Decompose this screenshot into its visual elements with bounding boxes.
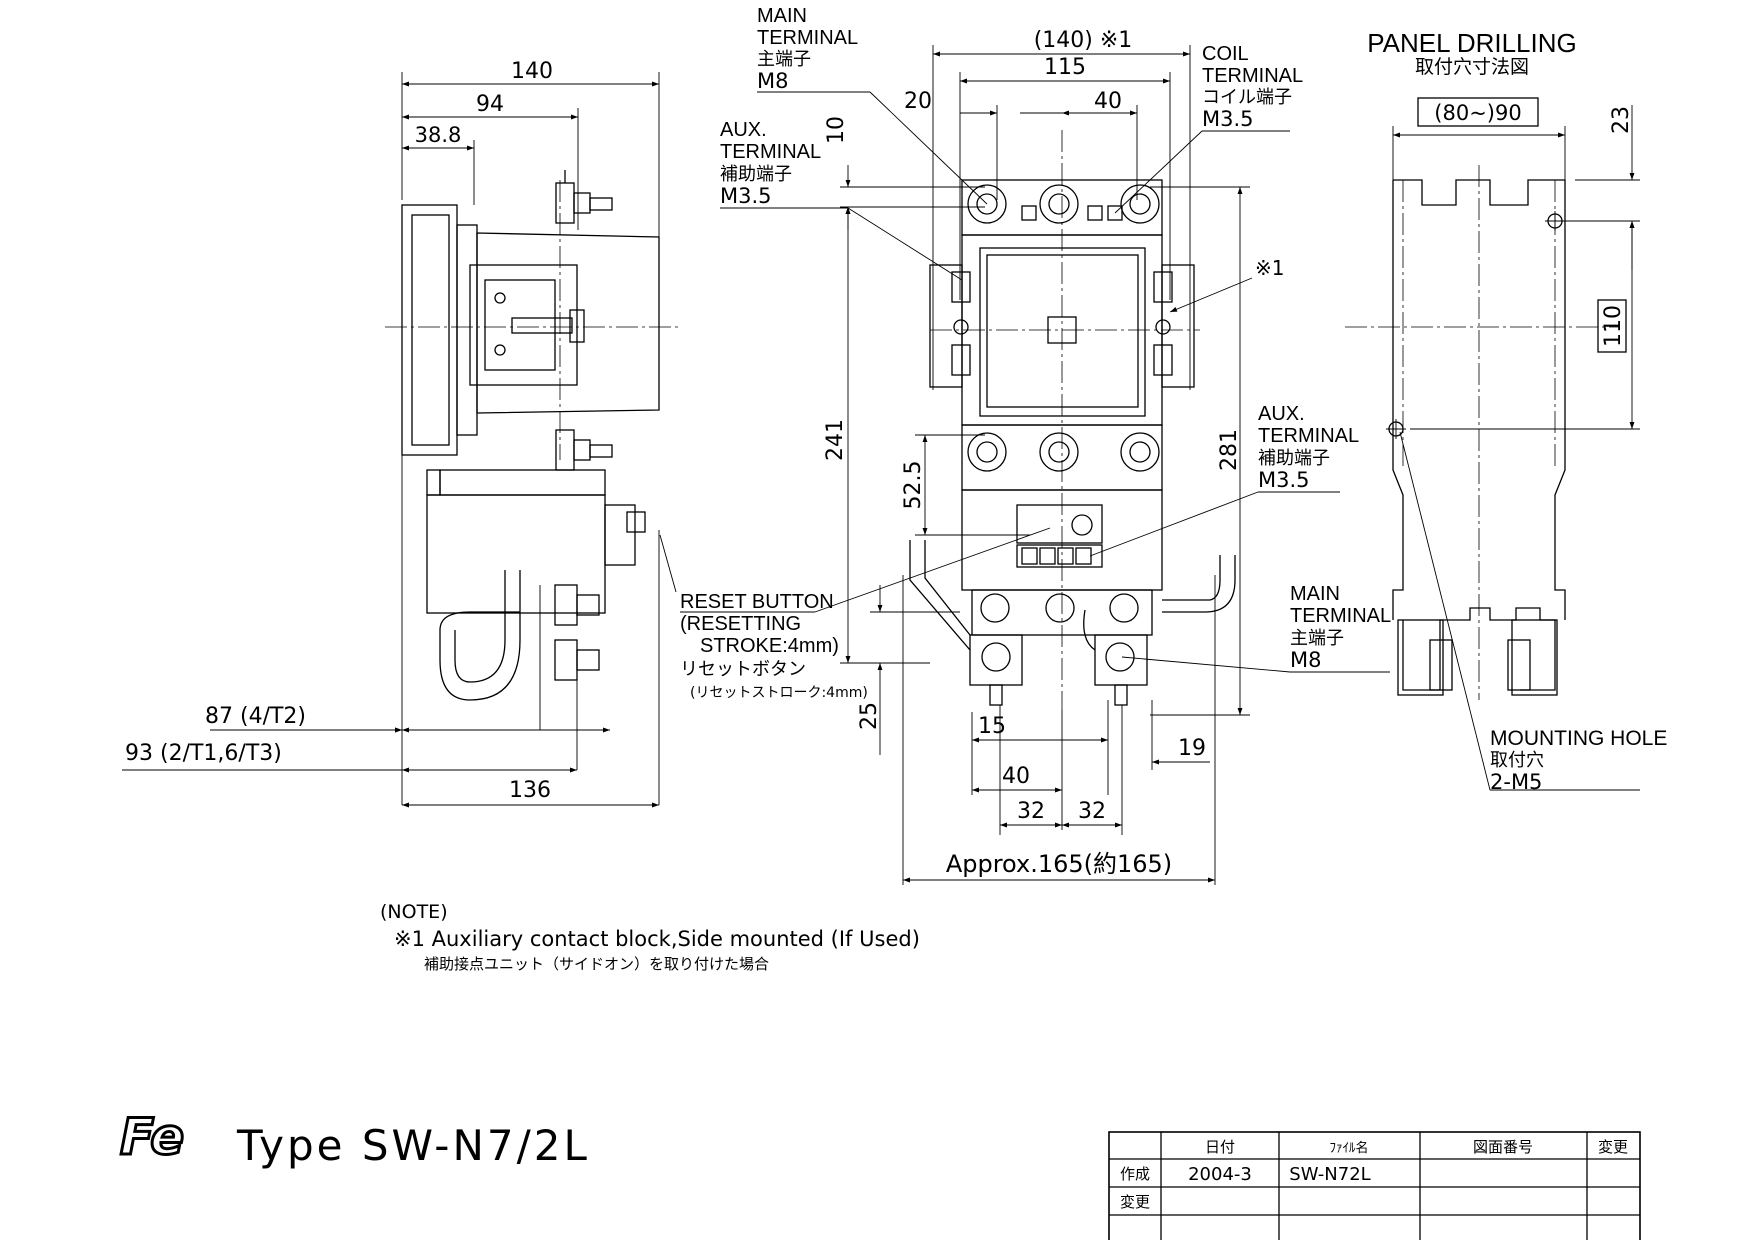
- callout-reset-button: RESET BUTTON (RESETTING STROKE:4mm) リセット…: [680, 527, 1051, 701]
- tb-header-drawing-no: 図面番号: [1473, 1138, 1533, 1156]
- coil-label-2: TERMINAL: [1202, 65, 1303, 87]
- fe-logo: Fe: [119, 1107, 186, 1168]
- callout-coil-terminal: COIL TERMINAL コイル端子 M3.5: [1114, 43, 1303, 214]
- coil-label-1: COIL: [1202, 43, 1249, 65]
- tb-row2-label: 変更: [1120, 1193, 1150, 1211]
- callout-main-terminal: MAIN TERMINAL 主端子 M8: [757, 5, 988, 205]
- tb-header-rev: 変更: [1598, 1138, 1628, 1156]
- mounting-hole-label-1: MOUNTING HOLE: [1490, 727, 1667, 750]
- dim-140-front: (140) ※1: [1034, 28, 1133, 53]
- panel-drilling-view: PANEL DRILLING 取付穴寸法図 (80~)90: [1345, 28, 1667, 794]
- reset-label-1: RESET BUTTON: [680, 591, 834, 613]
- panel-drilling-title: PANEL DRILLING: [1367, 28, 1577, 58]
- tb-header-date: 日付: [1205, 1138, 1235, 1156]
- dim-23: 23: [1609, 106, 1634, 134]
- reset-label-5: (リセットストローク:4mm): [690, 685, 868, 701]
- tb-header-file: ﾌｧｲﾙ名: [1329, 1140, 1368, 1156]
- aux-top-label-1: AUX.: [720, 119, 767, 141]
- aux-right-label-2: TERMINAL: [1258, 425, 1359, 447]
- dim-20: 20: [904, 89, 932, 114]
- title-block: 日付 ﾌｧｲﾙ名 図面番号 変更 作成 2004-3 SW-N72L 変更: [1108, 1131, 1641, 1240]
- callout-aux-terminal-right: AUX. TERMINAL 補助端子 M3.5: [1089, 403, 1359, 557]
- dim-136: 136: [509, 778, 551, 803]
- dim-approx: Approx.165(約165): [946, 850, 1172, 878]
- dim-110: 110: [1601, 305, 1626, 347]
- aux-top-label-4: M3.5: [720, 184, 772, 208]
- side-view: 140 94 38.8: [122, 59, 680, 808]
- tb-row1-date: 2004-3: [1188, 1164, 1252, 1185]
- fe-logo-text: Fe: [120, 1108, 184, 1166]
- front-view: (140) ※1 115 20 40 10 241 52.5 25 28: [680, 5, 1391, 885]
- dim-87: 87 (4/T2): [205, 704, 306, 729]
- type-label: Type SW-N7/2L: [236, 1121, 590, 1170]
- main-terminal-label-4: M8: [757, 69, 788, 93]
- note-mark-label: ※1: [1255, 256, 1284, 280]
- dim-38-8: 38.8: [415, 123, 462, 147]
- dim-94: 94: [476, 92, 504, 117]
- dim-40-bottom: 40: [1002, 764, 1030, 789]
- dim-93: 93 (2/T1,6/T3): [125, 741, 282, 766]
- dim-32a: 32: [1017, 799, 1045, 824]
- callout-aux-terminal-top: AUX. TERMINAL 補助端子 M3.5: [720, 119, 963, 281]
- dim-32b: 32: [1078, 799, 1106, 824]
- panel-width-dim: (80~)90: [1434, 101, 1521, 125]
- dim-40-top: 40: [1094, 89, 1122, 114]
- reset-label-3: STROKE:4mm): [700, 635, 839, 657]
- main-bottom-label-3: 主端子: [1290, 628, 1344, 649]
- callout-note-mark: ※1: [1169, 256, 1284, 313]
- coil-label-3: コイル端子: [1202, 87, 1292, 108]
- main-terminal-label-3: 主端子: [757, 49, 811, 70]
- callout-main-terminal-bottom: MAIN TERMINAL 主端子 M8: [1121, 583, 1391, 673]
- note-line-1: ※1 Auxiliary contact block,Side mounted …: [394, 927, 920, 951]
- dim-10: 10: [824, 116, 849, 144]
- main-bottom-label-4: M8: [1290, 648, 1321, 672]
- dim-281: 281: [1217, 429, 1242, 471]
- dim-115: 115: [1044, 55, 1086, 80]
- aux-top-label-3: 補助端子: [720, 164, 792, 185]
- panel-drilling-title-jp: 取付穴寸法図: [1415, 56, 1529, 78]
- mounting-hole-label-2: 取付穴: [1490, 750, 1544, 771]
- main-terminal-label-2: TERMINAL: [757, 27, 858, 49]
- main-bottom-label-1: MAIN: [1290, 583, 1340, 605]
- main-bottom-label-2: TERMINAL: [1290, 605, 1391, 627]
- dim-25: 25: [857, 702, 882, 730]
- main-terminal-label-1: MAIN: [757, 5, 807, 27]
- note-heading: (NOTE): [380, 901, 448, 923]
- coil-label-4: M3.5: [1202, 107, 1254, 131]
- note-line-2: 補助接点ユニット（サイドオン）を取り付けた場合: [424, 955, 769, 973]
- tb-row1-file: SW-N72L: [1289, 1164, 1370, 1185]
- dim-15: 15: [978, 714, 1006, 739]
- dim-19: 19: [1178, 736, 1206, 761]
- aux-top-label-2: TERMINAL: [720, 141, 821, 163]
- aux-right-label-4: M3.5: [1258, 468, 1310, 492]
- aux-right-label-3: 補助端子: [1258, 448, 1330, 469]
- mounting-hole-label-3: 2-M5: [1490, 770, 1542, 794]
- aux-right-label-1: AUX.: [1258, 403, 1305, 425]
- dim-52-5: 52.5: [901, 461, 926, 510]
- dim-241: 241: [823, 419, 848, 461]
- tb-row1-label: 作成: [1120, 1165, 1150, 1183]
- note-block: (NOTE) ※1 Auxiliary contact block,Side m…: [380, 901, 920, 973]
- reset-label-2: (RESETTING: [680, 613, 801, 635]
- dim-140-side: 140: [511, 59, 553, 84]
- title-area: Fe Type SW-N7/2L: [119, 1107, 590, 1171]
- reset-label-4: リセットボタン: [680, 659, 806, 680]
